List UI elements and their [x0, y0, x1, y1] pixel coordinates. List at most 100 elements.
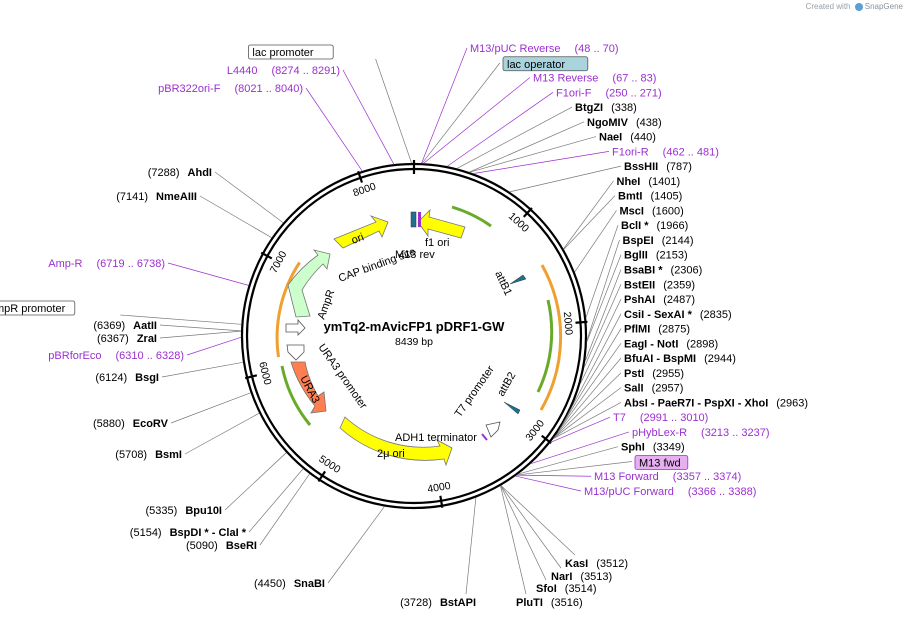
map-label-enzyme[interactable]: (6367)ZraI	[97, 333, 157, 345]
enzyme-position: (2955)	[652, 368, 684, 380]
map-label-enzyme[interactable]: PluTI(3516)	[516, 597, 583, 609]
map-label-enzyme[interactable]: NheI(1401)	[617, 176, 681, 188]
map-label-enzyme[interactable]: KasI(3512)	[565, 558, 628, 570]
primer-range: (48 .. 70)	[574, 43, 618, 55]
map-label-enzyme[interactable]: (5880)EcoRV	[93, 418, 169, 430]
map-label-enzyme[interactable]: MscI(1600)	[620, 205, 684, 217]
map-label-boxed-white[interactable]: lac promoter	[247, 44, 334, 60]
map-label-primer[interactable]: T7(2991 .. 3010)	[613, 412, 708, 424]
enzyme-name: SfoI	[536, 583, 557, 595]
map-label-boxed-purple[interactable]: M13 fwd	[634, 455, 689, 470]
label-text: pBRforEco(6310 .. 6328)	[48, 350, 184, 362]
map-label-enzyme[interactable]: PflMI(2875)	[624, 324, 690, 336]
map-label-enzyme[interactable]: (5335)Bpu10I	[146, 505, 222, 517]
enzyme-position: (6124)	[95, 372, 127, 384]
map-label-primer[interactable]: M13 Forward(3357 .. 3374)	[594, 471, 741, 483]
map-label-enzyme[interactable]: CsiI - SexAI *(2835)	[624, 309, 732, 321]
map-label-primer[interactable]: pBRforEco(6310 .. 6328)	[48, 350, 184, 362]
map-label-primer[interactable]: pBR322ori-F(8021 .. 8040)	[158, 83, 303, 95]
map-label-primer[interactable]: Amp-R(6719 .. 6738)	[48, 258, 165, 270]
label-text: NarI(3513)	[551, 571, 612, 583]
map-label-primer[interactable]: M13/pUC Forward(3366 .. 3388)	[584, 486, 756, 498]
map-label-enzyme[interactable]: BclI *(1966)	[621, 220, 688, 232]
map-label-enzyme[interactable]: NgoMIV(438)	[587, 117, 662, 129]
label-text: PluTI(3516)	[516, 597, 583, 609]
map-label-enzyme[interactable]: SalI(2957)	[624, 383, 683, 395]
label-text: (6124) BsgI	[95, 372, 159, 384]
label-box	[0, 300, 76, 316]
map-label-enzyme[interactable]: AbsI - PaeR7I - PspXI - XhoI(2963)	[624, 397, 808, 409]
label-text: M13 Reverse(67 .. 83)	[533, 73, 656, 85]
map-label-enzyme[interactable]: (5154)BspDI * - ClaI *	[130, 527, 247, 539]
label-2mu-ori: 2μ ori	[377, 448, 405, 460]
map-label-boxed-blue[interactable]: lac operator	[502, 56, 589, 72]
map-label-primer[interactable]: M13 Reverse(67 .. 83)	[533, 73, 656, 85]
leader-line	[184, 412, 260, 455]
enzyme-name: KasI	[565, 558, 588, 570]
map-label-enzyme[interactable]: (3728)BstAPI	[400, 597, 476, 609]
map-label-enzyme[interactable]: (6369)AatII	[93, 320, 157, 332]
enzyme-name: BsgI	[135, 372, 159, 384]
map-label-enzyme[interactable]: (5090)BseRI	[186, 540, 257, 552]
label-text: (5335)Bpu10I	[146, 505, 222, 517]
map-label-enzyme[interactable]: NarI(3513)	[551, 571, 612, 583]
map-label-enzyme[interactable]: BmtI(1405)	[618, 191, 682, 203]
map-label-enzyme[interactable]: EagI - NotI(2898)	[624, 338, 718, 350]
map-label-enzyme[interactable]: PshAI(2487)	[624, 294, 695, 306]
primer-name: pBR322ori-F	[158, 83, 221, 95]
leader-line	[530, 431, 630, 465]
map-label-enzyme[interactable]: BssHII(787)	[624, 161, 692, 173]
leader-line	[214, 171, 284, 224]
map-label-enzyme[interactable]: BglII(2153)	[624, 250, 688, 262]
map-label-enzyme[interactable]: (6124) BsgI	[95, 372, 159, 384]
map-label-enzyme[interactable]: PstI (2955)	[624, 368, 684, 380]
map-label-primer[interactable]: L4440(8274 .. 8291)	[227, 65, 340, 77]
label-text: M13/pUC Reverse(48 .. 70)	[470, 43, 619, 55]
label-ampR: AmpR	[316, 288, 338, 321]
map-label-enzyme[interactable]: (4450)SnaBI	[254, 578, 325, 590]
map-label-enzyme[interactable]: NaeI(440)	[599, 132, 656, 144]
enzyme-name: ZraI	[137, 333, 157, 345]
map-label-primer[interactable]: F1ori-R(462 .. 481)	[612, 146, 719, 158]
enzyme-position: (1600)	[652, 205, 684, 217]
leader-line	[161, 361, 244, 378]
map-label-enzyme[interactable]: BtgZI(338)	[575, 102, 637, 114]
label-text: BmtI(1405)	[618, 191, 682, 203]
map-label-enzyme[interactable]: (7141)NmeAIII	[116, 191, 197, 203]
leader-line	[456, 106, 573, 169]
map-label-enzyme[interactable]: SfoI(3514)	[536, 583, 597, 595]
map-label-primer[interactable]: F1ori-F(250 .. 271)	[556, 87, 662, 99]
map-label-enzyme[interactable]: BspEI(2144)	[623, 235, 694, 247]
leader-line	[574, 210, 617, 273]
map-label-primer[interactable]: M13/pUC Reverse(48 .. 70)	[470, 43, 619, 55]
feature-arc-right-orange	[539, 264, 563, 411]
enzyme-name: SnaBI	[294, 578, 325, 590]
map-label-boxed-white[interactable]: AmpR promoter	[0, 300, 76, 316]
map-label-enzyme[interactable]: BstEII(2359)	[624, 279, 695, 291]
tick-mark	[244, 374, 258, 380]
map-label-enzyme[interactable]: (7288)AhdI	[148, 167, 212, 179]
enzyme-name: NaeI	[599, 132, 622, 144]
map-label-enzyme[interactable]: BsaBI *(2306)	[624, 265, 702, 277]
map-label-enzyme[interactable]: (5708)BsmI	[115, 449, 182, 461]
label-text: (5880)EcoRV	[93, 418, 169, 430]
tick-mark	[357, 170, 364, 183]
label-box	[247, 44, 334, 60]
primer-range: (2991 .. 3010)	[640, 412, 709, 424]
enzyme-name: BmtI	[618, 191, 642, 203]
label-adh1-terminator: ADH1 terminator	[395, 432, 477, 444]
tick-mark	[260, 251, 273, 260]
map-label-enzyme[interactable]: SphI(3349)	[621, 442, 685, 454]
primer-name: pBRforEco	[48, 350, 101, 362]
enzyme-position: (7141)	[116, 191, 148, 203]
leader-line	[120, 314, 242, 325]
label-text: M13 fwd	[639, 457, 681, 469]
feature-ura3-promoter	[286, 344, 305, 361]
enzyme-name: PstI	[624, 368, 644, 380]
map-label-primer[interactable]: pHybLex-R(3213 .. 3237)	[632, 427, 770, 439]
label-text: F1ori-R(462 .. 481)	[612, 146, 719, 158]
feature-arc-green-left	[280, 365, 312, 426]
leader-line	[554, 357, 622, 437]
map-label-enzyme[interactable]: BfuAI - BspMI(2944)	[624, 353, 736, 365]
leader-line	[469, 121, 585, 173]
